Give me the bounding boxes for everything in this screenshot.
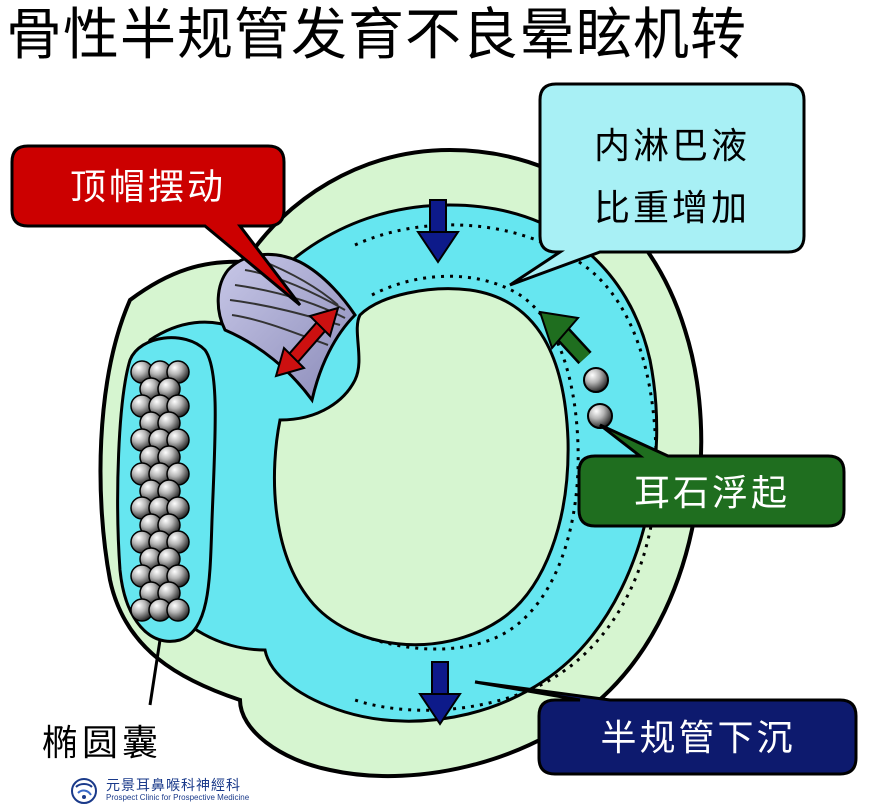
clinic-logo: 元景耳鼻喉科神經科 Prospect Clinic for Prospectiv… [70, 777, 249, 805]
cupula-swing-arrow [274, 306, 340, 378]
clinic-name: 元景耳鼻喉科神經科 [106, 778, 241, 794]
cupula-callout: 顶帽摆动 [10, 144, 302, 307]
canal-callout: 半规管下沉 [474, 680, 858, 776]
clinic-logo-icon [71, 778, 97, 804]
canal-dotted-outer [354, 223, 658, 712]
otolith-label: 耳石浮起 [634, 473, 790, 514]
inner-space [272, 287, 570, 647]
endolymph-callout: 内淋巴液 比重增加 [509, 82, 806, 287]
clinic-subtitle: Prospect Clinic for Prospective Medicine [106, 793, 250, 802]
utricle-otoconia [130, 360, 190, 622]
utricle-otoconium [166, 598, 190, 622]
canal-label: 半规管下沉 [600, 718, 795, 759]
otolith-rise-arrow [538, 310, 592, 365]
utricle-label: 椭圆囊 [42, 723, 163, 764]
cupula-label: 顶帽摆动 [70, 167, 226, 208]
utricle-pointer [148, 639, 162, 706]
canal-down-arrow [418, 661, 462, 726]
endolymph-down-arrow [416, 199, 460, 264]
page-title: 骨性半规管发育不良晕眩机转 [6, 3, 747, 68]
endolymph-label-line1: 内淋巴液 [594, 126, 750, 167]
endolymph-label-line2: 比重增加 [594, 188, 750, 229]
otolith-callout: 耳石浮起 [577, 423, 846, 528]
floating-otolith [587, 403, 613, 429]
floating-otolith [583, 367, 609, 393]
